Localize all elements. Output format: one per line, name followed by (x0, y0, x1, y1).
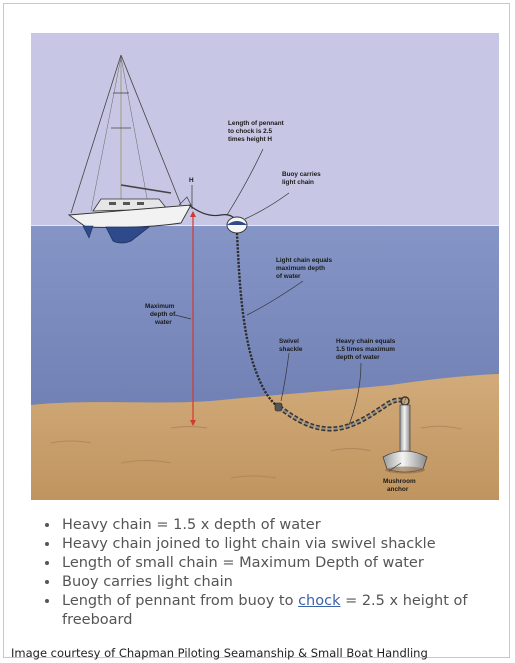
list-item: Length of pennant from buoy to chock = 2… (60, 592, 490, 630)
depth-indicator (190, 211, 196, 426)
max-depth-label: Maximum depth of water (145, 303, 177, 326)
seabed-texture (50, 425, 462, 479)
buoy (226, 216, 248, 234)
list-item: Heavy chain = 1.5 x depth of water (60, 516, 490, 535)
buoy-label: Buoy carries light chain (282, 171, 323, 186)
list-item: Buoy carries light chain (60, 573, 490, 592)
image-credit: Image courtesy of Chapman Piloting Seama… (11, 646, 428, 660)
sky (31, 33, 499, 225)
light-chain (235, 232, 280, 409)
leader-lines (174, 148, 402, 472)
anchor-label: Mushroom anchor (383, 478, 417, 493)
mooring-diagram: H (31, 33, 499, 500)
list-item: Heavy chain joined to light chain via sw… (60, 535, 490, 554)
chock-link[interactable]: chock (298, 593, 341, 609)
h-marker-label: H (189, 177, 194, 184)
list-item: Length of small chain = Maximum Depth of… (60, 554, 490, 573)
content-frame: H (3, 3, 510, 660)
heavy-chain-label: Heavy chain equals 1.5 times maximum dep… (336, 338, 397, 361)
swivel-shackle (274, 402, 283, 412)
notes-list: Heavy chain = 1.5 x depth of water Heavy… (40, 516, 490, 630)
swivel-label: Swivel shackle (279, 338, 303, 353)
sailboat (67, 54, 192, 244)
light-chain-label: Light chain equals maximum depth of wate… (276, 257, 334, 280)
mushroom-anchor (382, 396, 428, 474)
pennant-label: Length of pennant to chock is 2.5 times … (228, 120, 286, 143)
